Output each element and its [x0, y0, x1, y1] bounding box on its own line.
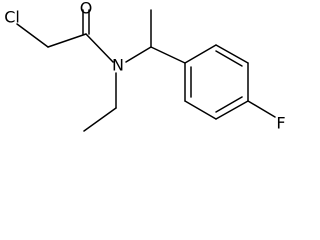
chlorine-atom-label: Cl — [4, 8, 20, 27]
bond-benzylic-ring — [150, 46, 186, 64]
ring-bond-1 — [184, 44, 217, 64]
nitrogen-atom-label: N — [112, 56, 124, 75]
oxygen-atom-label: O — [80, 0, 93, 18]
atom-labels-group: Cl O N F — [4, 0, 285, 133]
structure-canvas: Cl O N F — [4, 0, 285, 133]
ring-bond-4 — [215, 100, 249, 120]
bond-ch2-carbonyl — [47, 33, 87, 48]
ring-bond-5 — [184, 100, 217, 120]
ring-double-bond-inner-2 — [215, 96, 243, 113]
bond-nitrogen-benzylic-carbon — [125, 46, 152, 63]
bond-cl-ch2 — [16, 23, 49, 48]
bonds-group — [16, 9, 276, 132]
bond-ethyl-ch2-ch3 — [83, 107, 117, 132]
bond-ring-fluorine — [247, 100, 276, 118]
ring-double-bond-inner-1 — [215, 50, 243, 67]
chemical-structure-diagram: Cl O N F — [4, 0, 285, 133]
ring-bond-2 — [215, 44, 249, 64]
fluorine-atom-label: F — [276, 114, 285, 133]
bond-carbonyl-nitrogen — [85, 33, 114, 63]
